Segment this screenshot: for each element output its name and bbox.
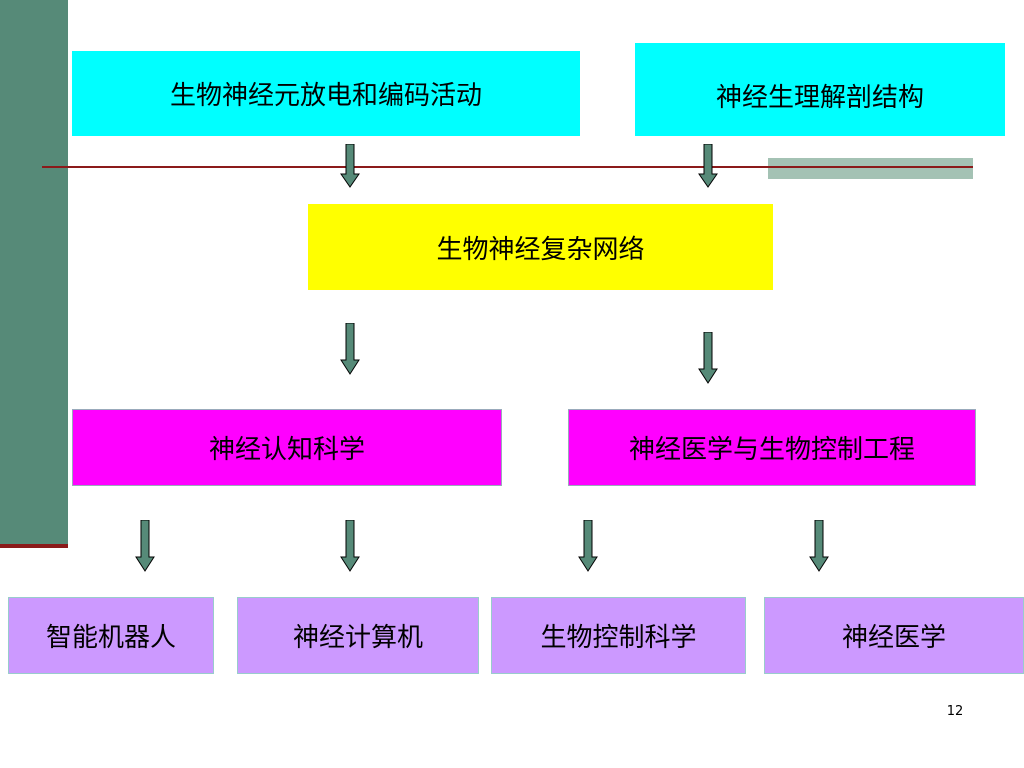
- node-intelligent-robot: 智能机器人: [8, 597, 214, 674]
- node-neuromedicine: 神经医学: [764, 597, 1024, 674]
- down-arrow-icon: [698, 332, 718, 384]
- down-arrow-icon: [340, 323, 360, 375]
- down-arrow-icon: [340, 144, 360, 188]
- node-complex-network: 生物神经复杂网络: [308, 204, 773, 290]
- node-bio-control-science: 生物控制科学: [491, 597, 746, 674]
- slide-number: 12: [946, 704, 964, 719]
- sidebar-decoration: [0, 0, 68, 545]
- node-neuro-anatomy: 神经生理解剖结构: [635, 43, 1005, 136]
- node-bio-neural-activity: 生物神经元放电和编码活动: [72, 51, 580, 136]
- node-neuromedicine-engineering: 神经医学与生物控制工程: [568, 409, 976, 486]
- node-neural-computer: 神经计算机: [237, 597, 479, 674]
- down-arrow-icon: [809, 520, 829, 572]
- down-arrow-icon: [135, 520, 155, 572]
- divider-line: [42, 166, 972, 168]
- accent-bar: [768, 158, 973, 179]
- sidebar-rule: [0, 544, 68, 548]
- node-cognitive-science: 神经认知科学: [72, 409, 502, 486]
- down-arrow-icon: [698, 144, 718, 188]
- down-arrow-icon: [578, 520, 598, 572]
- down-arrow-icon: [340, 520, 360, 572]
